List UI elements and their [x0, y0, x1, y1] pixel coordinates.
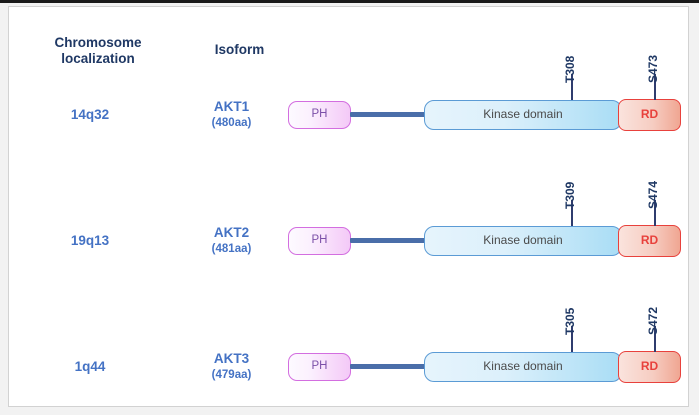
phospho-label-thr-akt1: T308: [563, 55, 577, 83]
phospho-tick-ser-akt2: [654, 200, 657, 226]
isoform-length-akt3: (479aa): [211, 369, 252, 381]
chromosome-label-akt2: 19q13: [70, 233, 110, 248]
protein-bar-akt1: PH Kinase domain RD T308 S473: [9, 55, 688, 189]
ph-domain-akt2: PH: [288, 227, 351, 255]
isoform-row-akt1: 14q32 AKT1 (480aa) PH Kinase domain RD T…: [9, 55, 688, 189]
ph-domain-akt3: PH: [288, 353, 351, 381]
ph-domain-akt1: PH: [288, 101, 351, 129]
protein-bar-akt2: PH Kinase domain RD T309 S474: [9, 181, 688, 315]
isoform-name-akt1: AKT1: [213, 99, 250, 114]
phospho-tick-thr-akt2: [571, 200, 574, 226]
phospho-label-thr-akt3: T305: [563, 307, 577, 335]
phospho-tick-ser-akt1: [654, 74, 657, 100]
phospho-tick-thr-akt3: [571, 326, 574, 352]
rd-domain-akt2: RD: [618, 225, 681, 257]
linker-akt1: [350, 112, 426, 117]
phospho-label-ser-akt3: S472: [646, 306, 660, 335]
isoform-name-akt3: AKT3: [213, 351, 250, 366]
linker-akt2: [350, 238, 426, 243]
header-isoform: Isoform: [214, 42, 265, 57]
isoform-row-akt3: 1q44 AKT3 (479aa) PH Kinase domain RD T3…: [9, 307, 688, 406]
isoform-row-akt2: 19q13 AKT2 (481aa) PH Kinase domain RD T…: [9, 181, 688, 315]
protein-bar-akt3: PH Kinase domain RD T305 S472: [9, 307, 688, 406]
phospho-tick-ser-akt3: [654, 326, 657, 352]
header-chromosome-line2: localization: [61, 51, 135, 66]
chromosome-label-akt1: 14q32: [70, 107, 110, 122]
header-chromosome-localization: Chromosome localization: [23, 35, 173, 67]
header-chromosome-line1: Chromosome: [54, 35, 142, 50]
isoform-length-akt1: (480aa): [211, 117, 252, 129]
top-rule: [0, 0, 699, 3]
phospho-label-ser-akt1: S473: [646, 54, 660, 83]
phospho-label-ser-akt2: S474: [646, 180, 660, 209]
rd-domain-akt1: RD: [618, 99, 681, 131]
isoform-name-akt2: AKT2: [213, 225, 250, 240]
kinase-domain-akt3: Kinase domain: [424, 352, 622, 382]
chromosome-label-akt3: 1q44: [74, 359, 106, 374]
isoform-length-akt2: (481aa): [211, 243, 252, 255]
linker-akt3: [350, 364, 426, 369]
phospho-tick-thr-akt1: [571, 74, 574, 100]
rd-domain-akt3: RD: [618, 351, 681, 383]
phospho-label-thr-akt2: T309: [563, 181, 577, 209]
diagram-card: Chromosome localization Isoform 14q32 AK…: [8, 6, 689, 407]
kinase-domain-akt2: Kinase domain: [424, 226, 622, 256]
kinase-domain-akt1: Kinase domain: [424, 100, 622, 130]
